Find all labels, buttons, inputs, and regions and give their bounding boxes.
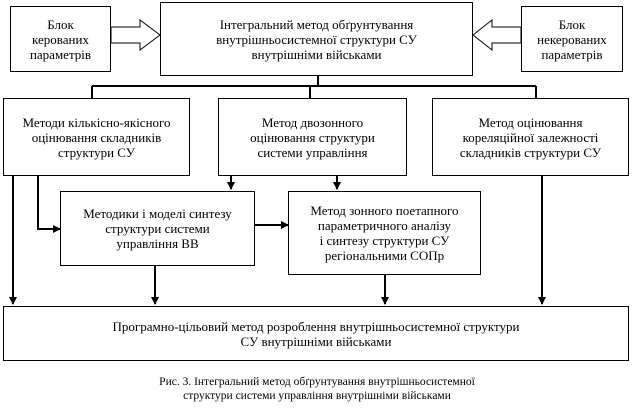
- box-line: СУ внутрішніми військами: [240, 333, 392, 349]
- box-line: Методи кількісно-якісного: [22, 114, 171, 130]
- box-line: внутрішньосистемної структури СУ: [216, 31, 417, 47]
- box-line: Методики і моделі синтезу: [83, 206, 232, 221]
- box-line: оцінювання структури: [250, 129, 375, 145]
- figure-caption: Рис. 3. Інтегральний метод обґрунтування…: [0, 375, 634, 403]
- box-line: структури СУ: [57, 144, 135, 160]
- arrow-uncontrolled-to-integral: [472, 18, 522, 52]
- box-line: структури системи: [105, 221, 210, 236]
- box-line: параметрів: [29, 46, 92, 62]
- box-line: кореляційної залежності: [462, 129, 599, 145]
- box-line: параметрів: [541, 46, 603, 62]
- box-line: управління ВВ: [116, 236, 199, 251]
- box-line: керованих: [32, 31, 89, 47]
- box-line: параметричного аналізу: [317, 218, 452, 233]
- box-line: Метод зонного поетапного: [310, 203, 459, 218]
- box-line: Інтегральний метод обґрунтування: [219, 16, 414, 32]
- caption-line: Рис. 3. Інтегральний метод обґрунтування…: [159, 376, 475, 388]
- box-line: внутрішніми військами: [251, 46, 382, 62]
- integral-distribution-lines: [91, 76, 537, 98]
- box-line: системи управління: [257, 144, 368, 160]
- box-line: і синтезу структури СУ: [319, 233, 450, 248]
- box-line: некерованих: [537, 31, 607, 47]
- box-line: Метод оцінювання: [478, 114, 583, 130]
- flow-arrows: [9, 176, 546, 305]
- box-line: Програмно-цільовий метод розроблення вну…: [112, 318, 520, 334]
- arrow-controlled-to-integral: [110, 19, 161, 51]
- box-line: Блок: [47, 16, 74, 32]
- caption-line: структури системи управління внутрішніми…: [183, 390, 451, 402]
- box-line: Метод двозонного: [261, 114, 364, 130]
- box-line: Блок: [558, 16, 586, 32]
- box-line: оцінювання складників: [31, 129, 162, 145]
- box-line: складників структури СУ: [459, 144, 602, 160]
- box-line: регіональними СОПр: [324, 248, 445, 263]
- program-target-method-box: Програмно-цільовий метод розроблення вну…: [3, 306, 629, 361]
